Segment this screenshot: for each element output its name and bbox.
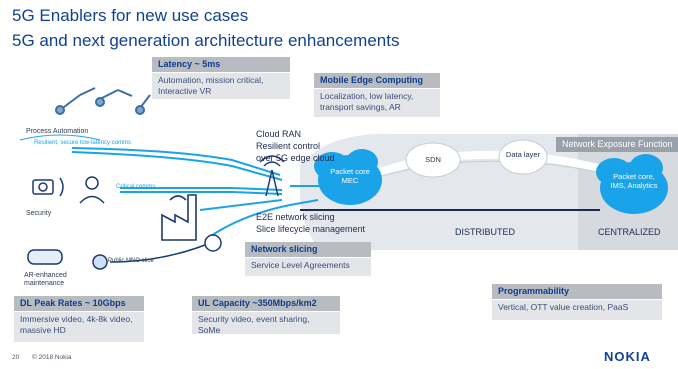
packet-core-central-cloud — [596, 154, 668, 214]
process-automation-label: Process Automation — [26, 128, 89, 135]
packet-core-mec-cloud — [314, 149, 382, 205]
resilient-comms-label: Resilient, secure low-latency comms — [34, 140, 132, 146]
person-icon — [79, 176, 105, 204]
dl-box-head: DL Peak Rates ~ 10Gbps — [14, 296, 144, 311]
latency-box-head: Latency ~ 5ms — [152, 57, 290, 72]
sdn-cloud — [405, 142, 461, 178]
centralized-label: CENTRALIZED — [598, 227, 661, 237]
ar-headset-icon — [27, 249, 108, 270]
dl-box-body: Immersive video, 4k-8k video, massive HD — [14, 312, 144, 342]
sdn-label: SDN — [425, 155, 441, 164]
security-label: Security — [26, 210, 52, 217]
connection-lines — [71, 147, 320, 241]
prog-box-head: Programmability — [492, 284, 662, 299]
public-slice-line — [109, 244, 206, 263]
latency-box-body: Automation, mission critical, Interactiv… — [152, 73, 290, 99]
resilient-control-label: Resilient control — [256, 141, 321, 151]
camera-icon — [32, 177, 64, 197]
antenna-icon — [259, 155, 285, 197]
ar-maintenance-label: AR-enhanced maintenance — [24, 272, 67, 287]
slice-lifecycle-label: Slice lifecycle management — [256, 224, 366, 234]
ul-box-body: Security video, event sharing, SoMe — [192, 312, 340, 335]
exposure-box-head: Network Exposure Function — [556, 137, 678, 152]
data-layer-cloud — [498, 139, 548, 175]
slicing-box-head: Network slicing — [245, 242, 371, 257]
router-icon — [204, 234, 222, 252]
copyright: © 2018 Nokia — [32, 354, 72, 361]
distributed-label: DISTRIBUTED — [455, 227, 516, 237]
data-layer-label: Data layer — [505, 150, 541, 159]
over-edge-label: over 5G edge cloud — [256, 153, 335, 163]
page-subtitle: 5G and next generation architecture enha… — [12, 31, 400, 50]
page-number: 20 — [12, 354, 20, 361]
prog-box-body: Vertical, OTT value creation, PaaS — [492, 300, 662, 320]
mec-box-head: Mobile Edge Computing — [314, 73, 440, 88]
cloud-ran-label: Cloud RAN — [256, 129, 302, 139]
public-mno-label: Public MNO slice — [108, 258, 154, 264]
ul-box-head: UL Capacity ~350Mbps/km2 — [192, 296, 340, 311]
robot-arms — [55, 87, 151, 115]
critical-comms-label: Critical comms — [116, 184, 156, 190]
e2e-slicing-label: E2E network slicing — [256, 212, 335, 222]
packet-core-central-label: Packet core, IMS, Analytics — [610, 172, 658, 190]
signal-arc — [19, 134, 101, 141]
slicing-box-body: Service Level Agreements — [245, 258, 371, 276]
nokia-logo: NOKIA — [604, 349, 651, 364]
factory-icon — [161, 194, 197, 241]
page-title: 5G Enablers for new use cases — [12, 6, 249, 25]
packet-core-mec-label: Packet core MEC — [330, 167, 370, 185]
mec-box-body: Localization, low latency, transport sav… — [314, 89, 440, 117]
